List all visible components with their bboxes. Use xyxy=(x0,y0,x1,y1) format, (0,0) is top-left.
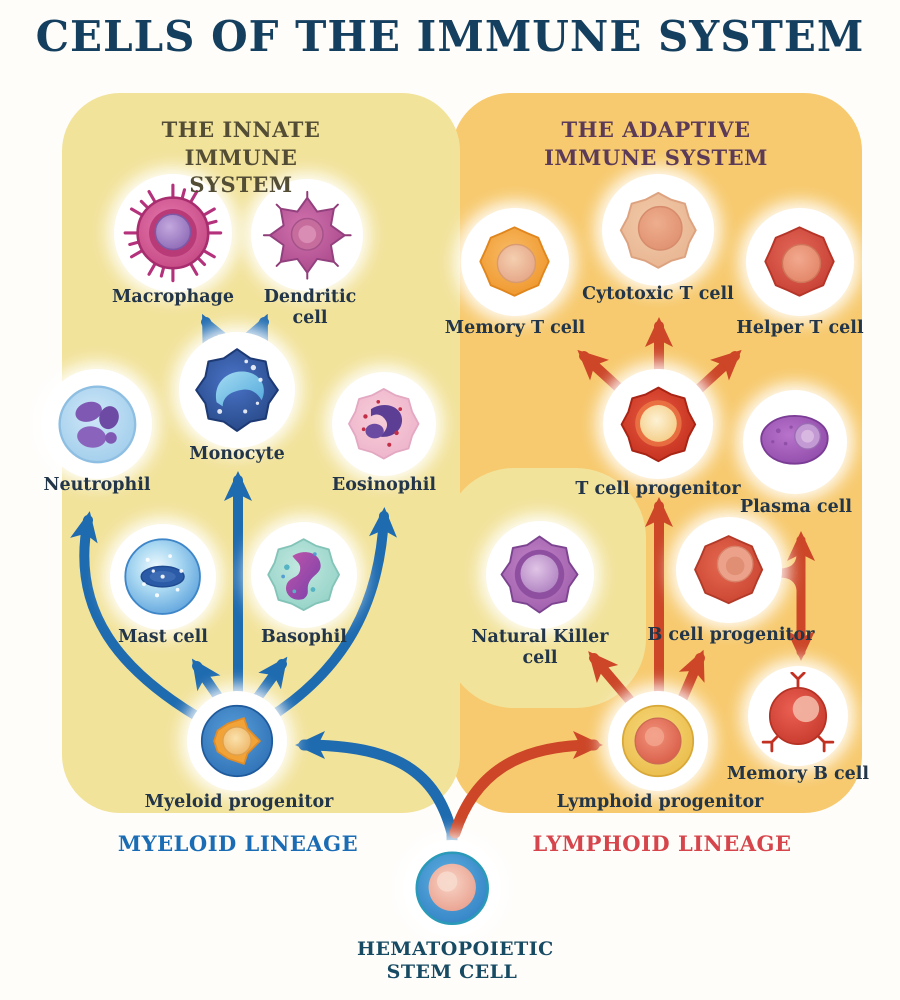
cell-lymphoid-progenitor xyxy=(608,691,708,791)
label-basophil: Basophil xyxy=(261,627,347,647)
cell-eosinophil xyxy=(332,372,436,476)
cytotoxic-t-cell-icon xyxy=(619,191,697,269)
label-myeloid-progenitor: Myeloid progenitor xyxy=(144,792,334,812)
memory-t-cell-icon xyxy=(479,226,551,298)
cell-plasma xyxy=(743,390,847,494)
cell-natural-killer xyxy=(486,521,594,629)
cell-neutrophil xyxy=(42,369,152,479)
label-lymphoid-progenitor: Lymphoid progenitor xyxy=(556,792,764,812)
cell-memory-t xyxy=(461,208,569,316)
label-macrophage: Macrophage xyxy=(112,287,234,307)
label-neutrophil: Neutrophil xyxy=(43,475,151,495)
label-b-progenitor: B cell progenitor xyxy=(647,625,815,645)
b-cell-progenitor-icon xyxy=(694,535,764,605)
cell-helper-t xyxy=(746,208,854,316)
monocyte-icon xyxy=(195,348,279,432)
dendritic-cell-icon xyxy=(262,190,352,280)
label-hematopoietic-stem-cell: HEMATOPOIETIC STEM CELL xyxy=(357,938,554,983)
memory-b-cell-icon xyxy=(761,672,835,753)
label-helper-t: Helper T cell xyxy=(736,318,864,338)
mast-cell-icon xyxy=(124,538,202,616)
cell-cytotoxic-t xyxy=(602,174,714,286)
natural-killer-cell-icon xyxy=(501,536,579,614)
cell-mast xyxy=(110,524,216,630)
label-natural-killer: Natural Killer cell xyxy=(471,627,609,668)
label-dendritic: Dendritic cell xyxy=(263,287,357,328)
lymphoid-progenitor-icon xyxy=(621,704,695,778)
label-plasma: Plasma cell xyxy=(739,497,853,517)
cell-monocyte xyxy=(179,332,295,448)
plasma-cell-icon xyxy=(760,415,829,465)
label-memory-t: Memory T cell xyxy=(444,318,586,338)
label-cytotoxic-t: Cytotoxic T cell xyxy=(582,284,734,304)
cell-b-progenitor xyxy=(676,517,782,623)
innate-header: THE INNATE IMMUNE SYSTEM xyxy=(161,117,321,198)
adaptive-header: THE ADAPTIVE IMMUNE SYSTEM xyxy=(544,117,768,170)
cell-memory-b xyxy=(748,666,848,766)
lymphoid-lineage-label: LYMPHOID LINEAGE xyxy=(532,831,792,856)
neutrophil-icon xyxy=(58,385,136,463)
label-mast: Mast cell xyxy=(118,627,208,647)
myeloid-progenitor-icon xyxy=(200,704,274,778)
t-cell-progenitor-icon xyxy=(620,386,696,462)
macrophage-icon xyxy=(123,183,223,283)
label-eosinophil: Eosinophil xyxy=(331,475,437,495)
myeloid-lineage-label: MYELOID LINEAGE xyxy=(117,831,359,856)
label-memory-b: Memory B cell xyxy=(726,764,870,784)
label-monocyte: Monocyte xyxy=(189,444,285,464)
label-t-progenitor: T cell progenitor xyxy=(575,479,741,499)
cell-dendritic xyxy=(251,179,363,291)
cell-basophil xyxy=(251,522,357,628)
eosinophil-icon xyxy=(348,388,420,460)
hematopoietic-stem-cell-icon xyxy=(415,851,489,925)
cell-t-progenitor xyxy=(603,369,713,479)
cell-hematopoietic-stem xyxy=(404,840,500,936)
helper-t-cell-icon xyxy=(764,226,836,298)
page-title: CELLS OF THE IMMUNE SYSTEM xyxy=(35,12,865,61)
cell-myeloid-progenitor xyxy=(187,691,287,791)
cell-macrophage xyxy=(114,174,232,292)
basophil-icon xyxy=(267,538,341,612)
